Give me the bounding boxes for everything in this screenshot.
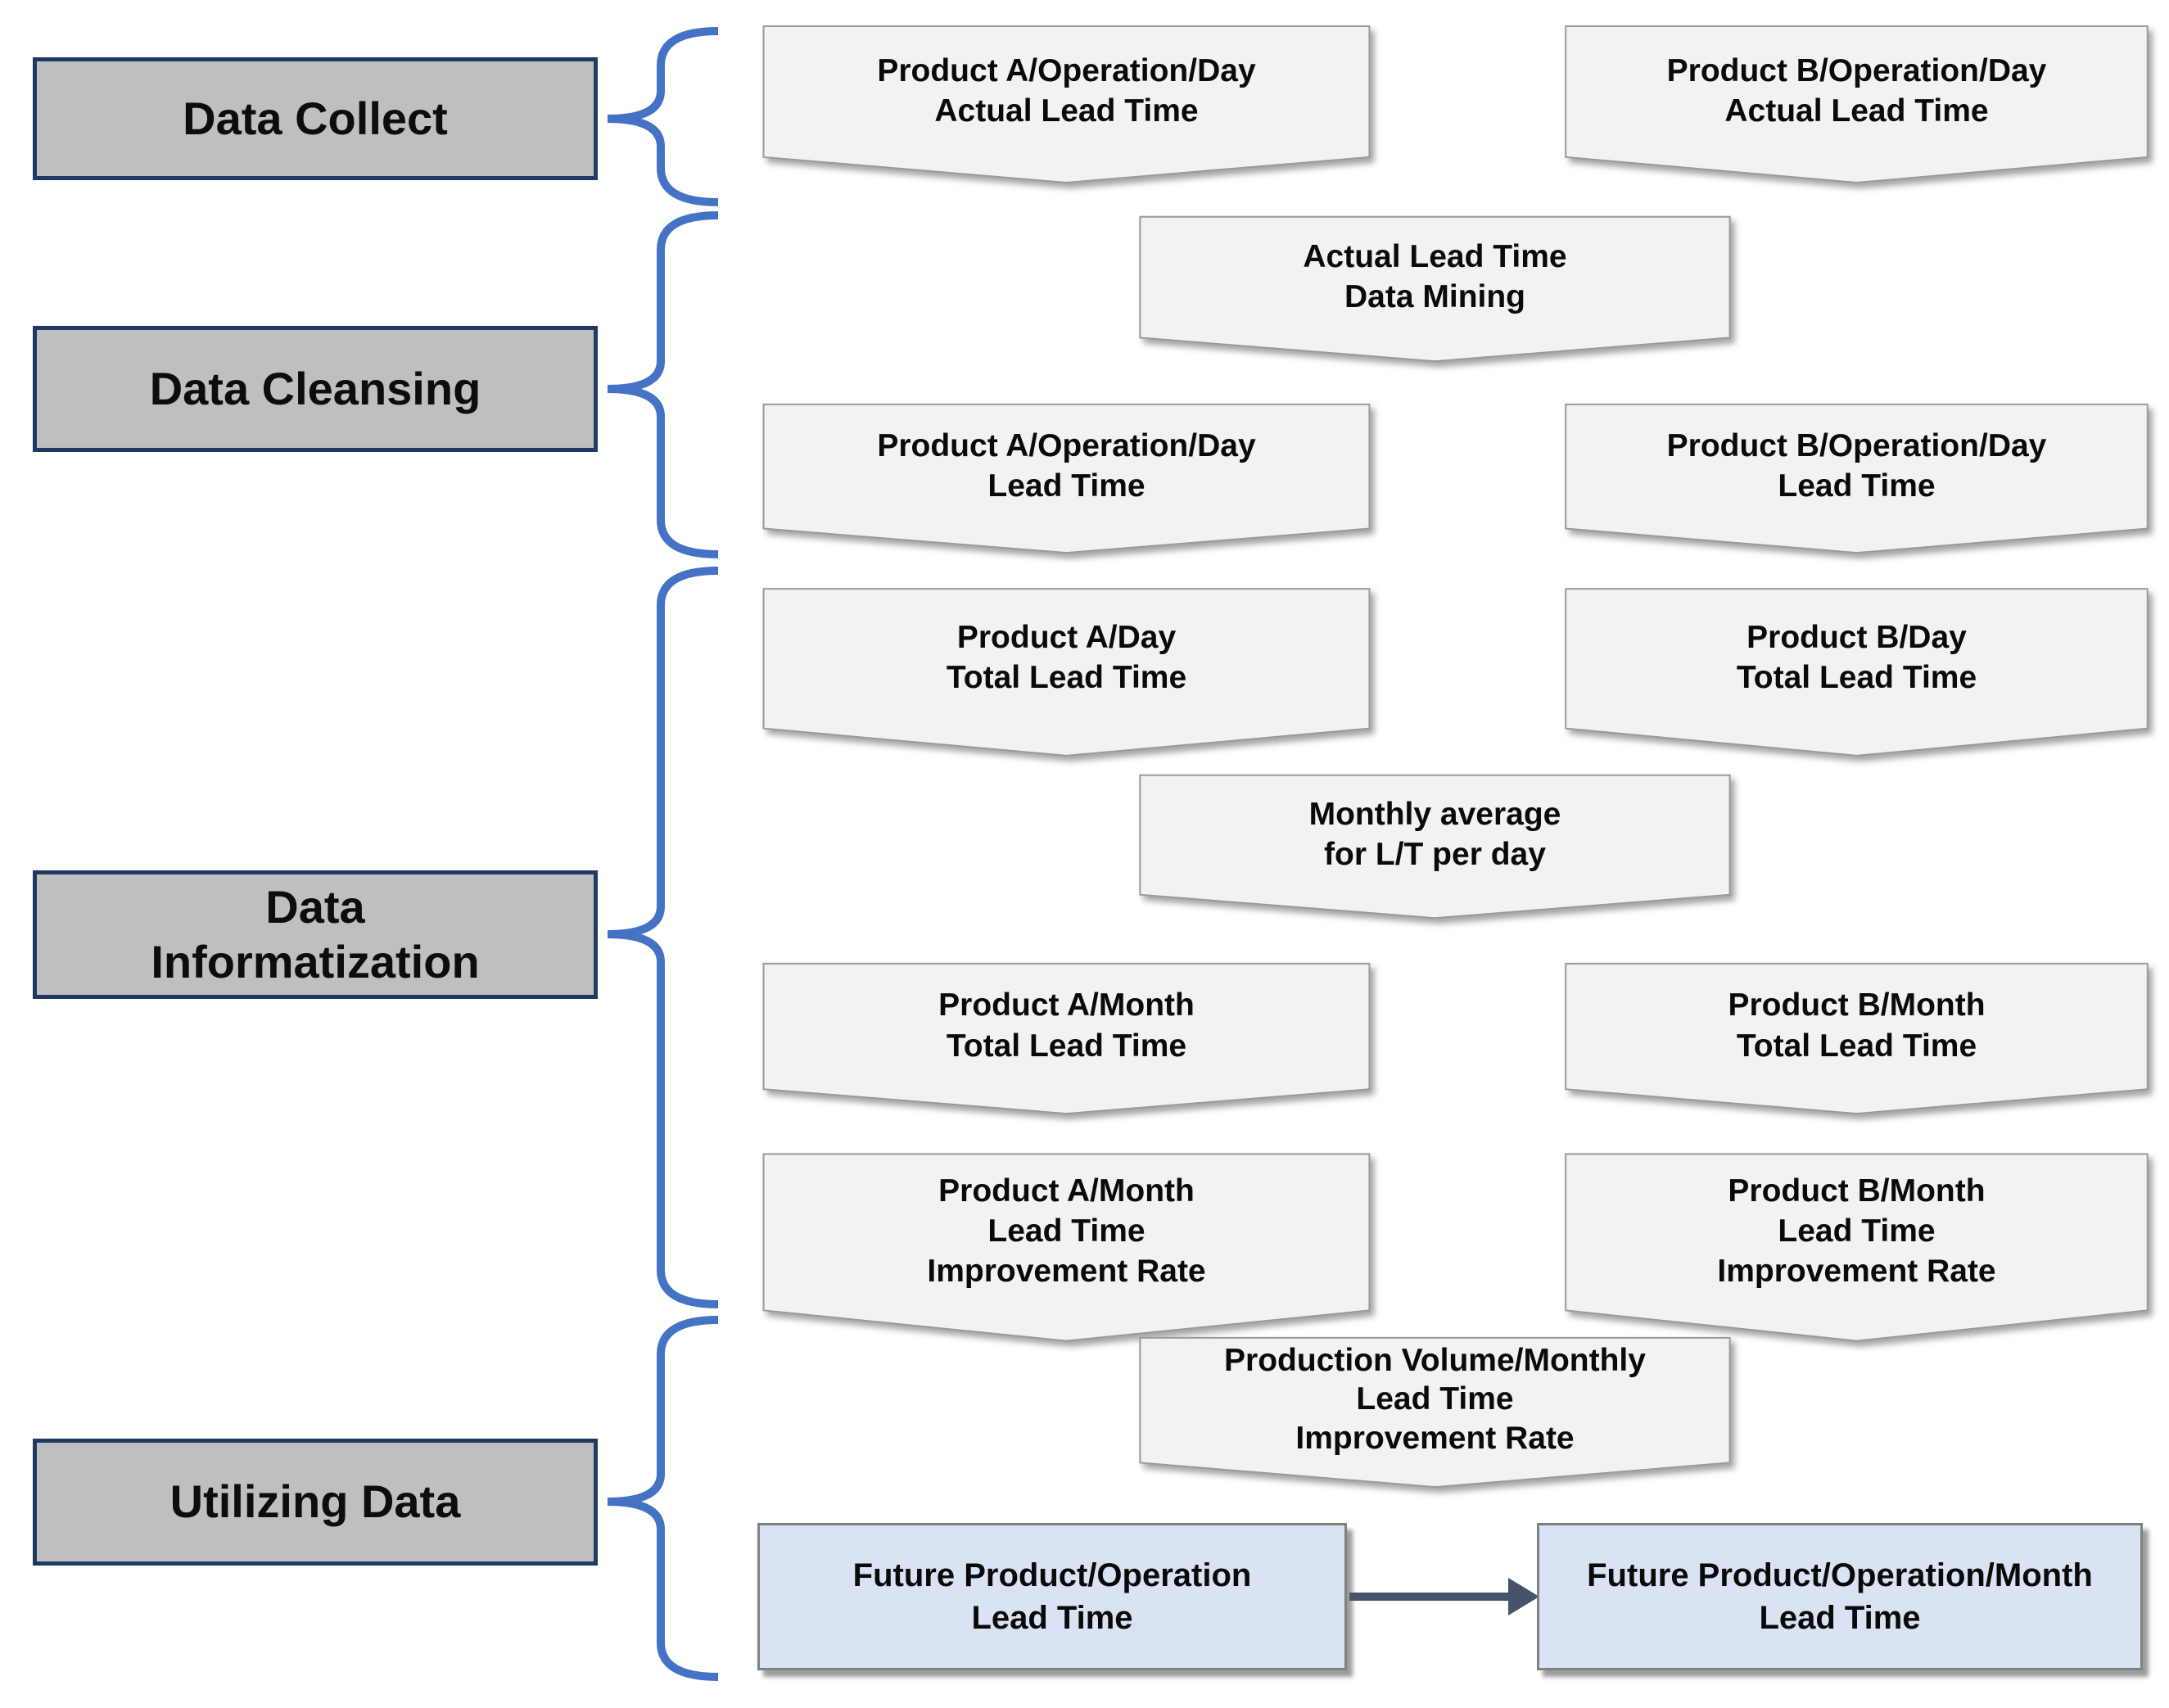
node-product-b-operation-day-actual-lead-time: Product B/Operation/Day Actual Lead Time — [1560, 25, 2153, 184]
stage-box-data-collect: Data Collect — [33, 57, 598, 180]
stage-box-data-informatization: Data Informatization — [33, 870, 598, 999]
node-production-volume-monthly-lead-time-improvement-rate: Production Volume/Monthly Lead Time Impr… — [1134, 1336, 1736, 1489]
node-label: Monthly average for L/T per day — [1308, 796, 1561, 872]
node-actual-lead-time-data-mining: Actual Lead Time Data Mining — [1134, 215, 1736, 363]
chevron-shape — [757, 403, 1376, 554]
node-product-b-month-total-lead-time: Product B/Month Total Lead Time — [1560, 962, 2153, 1115]
chevron-shape — [757, 1152, 1376, 1343]
node-monthly-average-for-lt-per-day: Monthly average for L/T per day — [1134, 774, 1736, 920]
node-label: Product A/Operation/Day Lead Time — [877, 427, 1256, 504]
node-label: Product A/Month Total Lead Time — [938, 987, 1195, 1064]
node-product-b-operation-day-lead-time: Product B/Operation/Day Lead Time — [1560, 403, 2153, 554]
node-product-a-day-total-lead-time: Product A/Day Total Lead Time — [757, 587, 1376, 757]
node-label: Product A/Month Lead Time Improvement Ra… — [927, 1173, 1206, 1290]
node-label: Product B/Month Lead Time Improvement Ra… — [1717, 1173, 1996, 1290]
chevron-shape — [1560, 587, 2153, 757]
chevron-shape — [1560, 25, 2153, 184]
node-label: Actual Lead Time Data Mining — [1303, 238, 1567, 314]
brace-utilizing-data — [607, 1316, 719, 1681]
chevron-shape — [1134, 215, 1736, 363]
node-product-a-operation-day-lead-time: Product A/Operation/Day Lead Time — [757, 403, 1376, 554]
node-label: Product B/Month Total Lead Time — [1728, 987, 1986, 1064]
flow-arrow — [1349, 1578, 1539, 1615]
node-product-b-month-lead-time-improvement-rate: Product B/Month Lead Time Improvement Ra… — [1560, 1152, 2153, 1343]
chevron-shape — [1560, 403, 2153, 554]
node-label: Product B/Day Total Lead Time — [1736, 620, 1977, 696]
chevron-shape — [757, 587, 1376, 757]
node-label: Product A/Operation/Day Actual Lead Time — [877, 52, 1256, 129]
node-product-b-day-total-lead-time: Product B/Day Total Lead Time — [1560, 587, 2153, 757]
node-product-a-operation-day-actual-lead-time: Product A/Operation/Day Actual Lead Time — [757, 25, 1376, 184]
brace-data-collect — [607, 27, 719, 206]
node-future-product-operation-month-lead-time: Future Product/Operation/Month Lead Time — [1537, 1523, 2143, 1670]
chevron-shape — [757, 25, 1376, 184]
node-label: Product A/Day Total Lead Time — [946, 620, 1187, 696]
node-product-a-month-total-lead-time: Product A/Month Total Lead Time — [757, 962, 1376, 1115]
stage-box-utilizing-data: Utilizing Data — [33, 1439, 598, 1566]
chevron-shape — [757, 962, 1376, 1115]
brace-data-cleansing — [607, 211, 719, 558]
node-product-a-month-lead-time-improvement-rate: Product A/Month Lead Time Improvement Ra… — [757, 1152, 1376, 1343]
chevron-shape — [1560, 962, 2153, 1115]
chevron-shape — [1134, 774, 1736, 920]
node-label: Product B/Operation/Day Lead Time — [1666, 427, 2047, 504]
node-label: Product B/Operation/Day Actual Lead Time — [1666, 52, 2047, 129]
chevron-shape — [1560, 1152, 2153, 1343]
brace-data-informatization — [607, 567, 719, 1308]
stage-box-data-cleansing: Data Cleansing — [33, 326, 598, 452]
node-future-product-operation-lead-time: Future Product/Operation Lead Time — [757, 1523, 1347, 1670]
node-label: Production Volume/Monthly Lead Time Impr… — [1224, 1342, 1646, 1456]
chevron-shape — [1134, 1336, 1736, 1489]
